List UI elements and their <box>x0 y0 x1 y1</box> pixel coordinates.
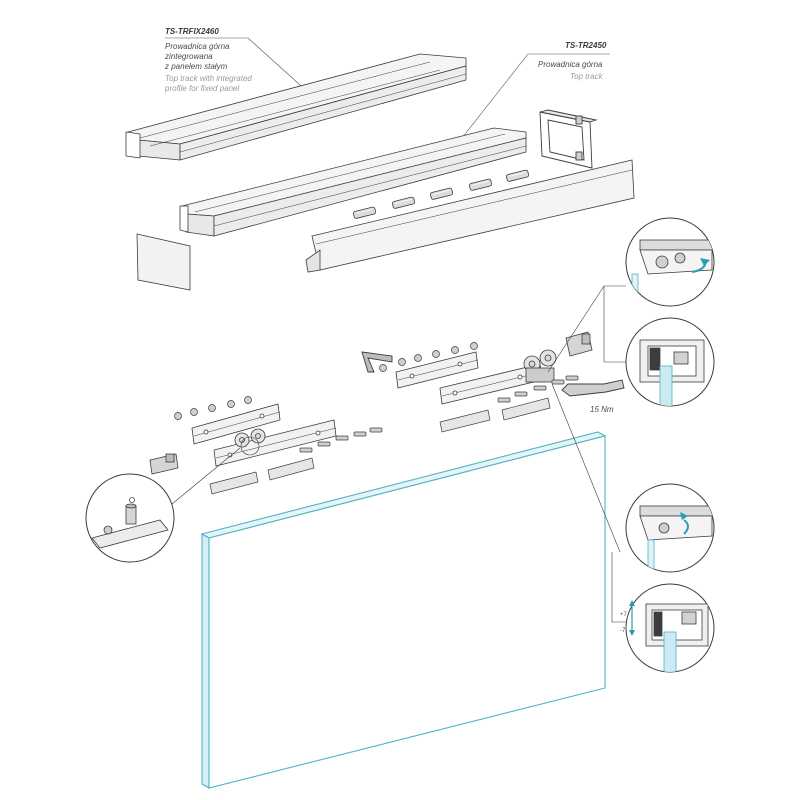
right-glass-pads <box>439 397 551 433</box>
adjust-plus-label: +7 <box>620 612 628 618</box>
detail-height-adjust <box>625 483 715 573</box>
top-track-fixed-panel <box>125 53 467 161</box>
adjust-minus-label: -7 <box>620 628 626 634</box>
label-trfix-pl-3: z panelem stałym <box>164 62 228 71</box>
right-nuts <box>379 342 478 372</box>
hex-key-large <box>561 379 625 397</box>
label-trfix-en-1: Top track with integrated <box>165 74 252 83</box>
connector-bars <box>353 169 530 219</box>
left-lower-plate <box>213 419 337 467</box>
label-tr-pl-1: Prowadnica górna <box>538 60 603 69</box>
left-bolts <box>299 427 383 453</box>
top-track <box>179 127 527 237</box>
left-stopper <box>149 453 179 475</box>
cover-profile <box>305 159 635 273</box>
right-bolts <box>497 375 579 403</box>
detail-leader-lines <box>171 285 626 623</box>
label-tr-code: TS-TR2450 <box>565 41 607 50</box>
right-upper-plate <box>395 351 479 389</box>
left-upper-plate <box>191 403 281 445</box>
label-trfix-pl-1: Prowadnica górna <box>165 42 230 51</box>
detail-clamp-section <box>625 317 715 407</box>
right-roller-carriage <box>523 349 557 383</box>
left-nuts <box>174 396 252 420</box>
left-glass-pads <box>209 457 315 495</box>
right-stopper <box>565 331 593 357</box>
torque-label: 15 Nm <box>590 405 614 414</box>
glass-door-panel <box>200 431 607 789</box>
detail-stopper-pin <box>85 473 175 563</box>
label-trfix-pl-2: zintegrowana <box>164 52 213 61</box>
hex-key-small <box>361 351 393 373</box>
label-trfix-en-2: profile for fixed panel <box>164 84 239 93</box>
fixed-panel-sheet <box>136 233 191 291</box>
adjust-arrows: +7 -7 <box>620 600 635 636</box>
detail-vertical-adjust <box>625 583 715 673</box>
label-tr-en-1: Top track <box>570 72 604 81</box>
left-roller-carriage <box>234 428 266 448</box>
label-tr: TS-TR2450 Prowadnica górna Top track <box>461 41 610 139</box>
detail-roller-adjust <box>625 217 715 307</box>
label-trfix-code: TS-TRFIX2460 <box>165 27 219 36</box>
end-cap <box>539 109 598 169</box>
right-lower-plate <box>439 363 543 405</box>
